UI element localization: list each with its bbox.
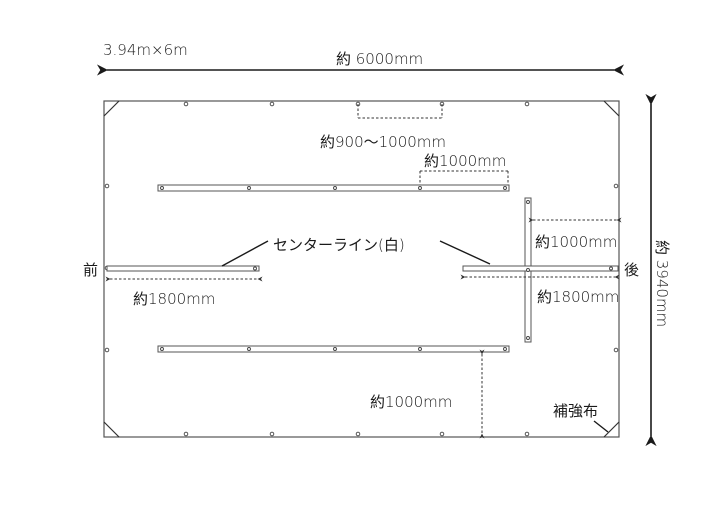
eyelet <box>333 186 337 190</box>
height-dimension-label: 約 3940mm <box>653 240 671 327</box>
eyelet <box>183 431 189 437</box>
eyelet <box>609 266 613 271</box>
corner-reinforcements <box>103 100 620 438</box>
front-label: 前 <box>83 261 98 279</box>
eyelet <box>160 186 164 190</box>
size-label: 3.94m×6m <box>103 41 188 59</box>
eyelet <box>526 268 530 272</box>
width-dimension-label: 約 6000mm <box>336 50 423 68</box>
center-line-label: センターライン(白) <box>273 236 405 254</box>
eyelet <box>253 266 257 271</box>
eyelet <box>613 347 619 353</box>
eyelet <box>269 101 275 107</box>
eyelet <box>526 336 530 340</box>
eyelet-spacing-label: 約900〜1000mm <box>320 133 446 151</box>
eyelet <box>333 347 337 351</box>
eyelet <box>526 200 530 204</box>
eyelet <box>418 347 422 351</box>
center-left-length-label: 約1800mm <box>133 290 215 308</box>
eyelet <box>160 347 164 351</box>
center-line-leader-left <box>221 240 269 267</box>
eyelet <box>104 183 110 189</box>
reinforcement-leader <box>593 420 609 433</box>
eyelet <box>613 183 619 189</box>
eyelet <box>503 347 507 351</box>
eyelet <box>247 186 251 190</box>
eyelet <box>418 186 422 190</box>
center-line-right <box>462 265 619 272</box>
reinforcement-label: 補強布 <box>553 402 598 420</box>
eyelet <box>269 431 275 437</box>
eyelet <box>524 431 530 437</box>
eyelet <box>247 347 251 351</box>
eyelet <box>104 347 110 353</box>
bar-eyelets <box>160 186 613 351</box>
center-line-left <box>106 265 260 272</box>
eyelet <box>355 431 361 437</box>
center-line-leader-right <box>439 240 491 265</box>
eyelet <box>439 431 445 437</box>
center-right-length-label: 約1800mm <box>537 288 619 306</box>
eyelet <box>183 101 189 107</box>
top-bar-spacing-label: 約1000mm <box>424 152 506 170</box>
bottom-bar-spacing-label: 約1000mm <box>370 393 452 411</box>
eyelet <box>524 101 530 107</box>
right-bar-spacing-label: 約1000mm <box>535 233 617 251</box>
eyelet <box>503 186 507 190</box>
rear-label: 後 <box>624 261 639 279</box>
